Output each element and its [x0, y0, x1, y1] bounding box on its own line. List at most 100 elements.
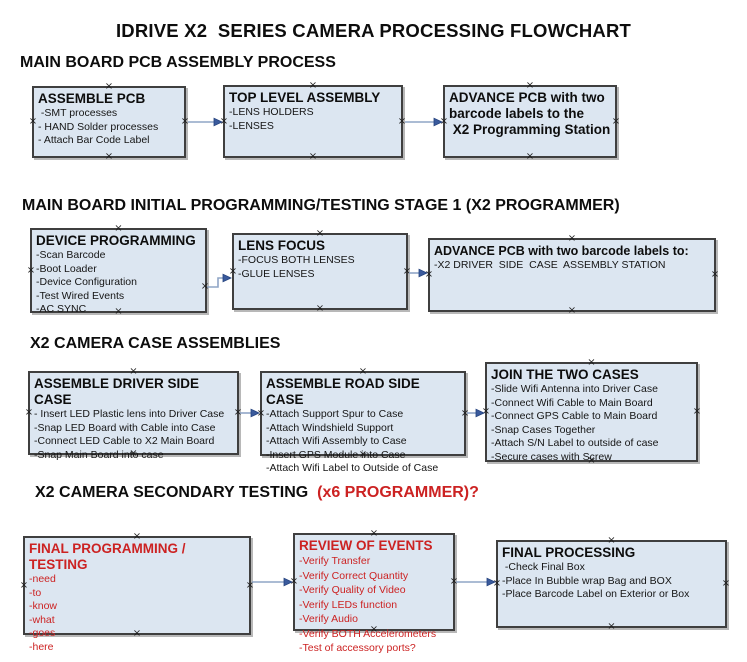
- box-item: -Connect GPS Cable to Main Board: [491, 410, 658, 422]
- section-heading-text: MAIN BOARD INITIAL PROGRAMMING/TESTING S…: [22, 197, 620, 214]
- box-item: -Verify Transfer: [299, 555, 371, 567]
- box-title: ADVANCE PCB with two barcode labels to:: [434, 244, 689, 258]
- flow-arrow-driverside-to-roadside: [240, 408, 260, 418]
- box-item: -Insert GPS Module into Case: [266, 448, 406, 461]
- section-heading-pcb-assembly: MAIN BOARD PCB ASSEMBLY PROCESS: [20, 54, 336, 72]
- connection-anchor-icon: ×: [308, 151, 318, 162]
- flow-box-review-of-events: × × × × REVIEW OF EVENTS -Verify Transfe…: [289, 529, 459, 655]
- section-heading-secondary-testing: X2 CAMERA SECONDARY TESTING (x6 PROGRAMM…: [35, 484, 479, 502]
- box-item: -Attach Wifi Assembly to Case: [266, 435, 407, 447]
- box-item: -Verify BOTH Accelerometers: [299, 627, 437, 640]
- flow-box-assemble-road-side-case: × × × × ASSEMBLE ROAD SIDE CASE -Attach …: [256, 367, 469, 475]
- flow-box-lens-focus: × × × × LENS FOCUS -FOCUS BOTH LENSES-GL…: [228, 229, 412, 314]
- box-item: -to: [29, 586, 42, 599]
- connection-anchor-icon: ×: [424, 269, 434, 280]
- flow-box-join-the-two-cases: × × × × JOIN THE TWO CASES -Slide Wifi A…: [481, 358, 701, 466]
- box-item: -Test Wired Events: [36, 289, 125, 302]
- flow-arrow-deviceprog-to-lensfocus: [207, 273, 232, 288]
- box-item: -Attach Windshield Support: [266, 421, 394, 434]
- box-item: -X2 DRIVER SIDE CASE ASSEMBLY STATION: [434, 259, 666, 271]
- box-title: JOIN THE TWO CASES: [491, 367, 639, 382]
- section-heading-text: MAIN BOARD PCB ASSEMBLY PROCESS: [20, 54, 336, 71]
- box-item: -Verify LEDs function: [299, 598, 398, 611]
- box-title: TOP LEVEL ASSEMBLY: [229, 90, 381, 105]
- box-item: -Slide Wifi Antenna into Driver Case: [491, 383, 658, 395]
- section-heading-case-assemblies: X2 CAMERA CASE ASSEMBLIES: [30, 335, 280, 353]
- box-item: -Check Final Box: [502, 561, 585, 573]
- flow-arrow-finalprog-to-review: [252, 577, 293, 587]
- flow-arrow-lensfocus-to-advance: [409, 268, 428, 278]
- section-heading-red-text: (x6 PROGRAMMER)?: [308, 484, 479, 501]
- box-item: -Attach Support Spur to Case: [266, 408, 404, 420]
- box-title: ASSEMBLE ROAD SIDE CASE: [266, 376, 424, 407]
- flow-arrow-review-to-finalprocessing: [456, 577, 496, 587]
- section-heading-text: X2 CAMERA CASE ASSEMBLIES: [30, 335, 281, 352]
- connection-anchor-icon: ×: [315, 303, 325, 314]
- box-item: -Attach Wifi Label to Outside of Case: [266, 462, 439, 474]
- connection-anchor-icon: ×: [481, 406, 491, 417]
- box-item: -know: [29, 600, 58, 612]
- box-item: -Place In Bubble wrap Bag and BOX: [502, 574, 672, 587]
- box-item: -Verify Audio: [299, 613, 358, 625]
- box-item: -Verify Quality of Video: [299, 584, 406, 596]
- flow-arrow-roadside-to-join: [467, 408, 485, 418]
- box-items: -Slide Wifi Antenna into Driver Case -Con…: [491, 383, 692, 464]
- box-title: REVIEW OF EVENTS: [299, 538, 433, 553]
- box-title: FINAL PROCESSING: [502, 545, 636, 560]
- flow-box-assemble-pcb: × × × × ASSEMBLE PCB -SMT processes- HAN…: [28, 82, 190, 162]
- box-item: -SMT processes: [38, 107, 118, 119]
- connection-anchor-icon: ×: [26, 264, 36, 276]
- section-heading-initial-programming: MAIN BOARD INITIAL PROGRAMMING/TESTING S…: [22, 197, 620, 215]
- box-items: -need-to-know-what-goes-here: [29, 573, 245, 654]
- section-heading-text: X2 CAMERA SECONDARY TESTING: [35, 484, 309, 501]
- box-item: -Device Configuration: [36, 276, 137, 288]
- connection-anchor-icon: ×: [449, 576, 459, 587]
- box-title: DEVICE PROGRAMMING: [36, 233, 196, 248]
- box-item: -Test of accessory ports?: [299, 642, 416, 654]
- connection-anchor-icon: ×: [289, 576, 299, 587]
- box-item: -Verify Correct Quantity: [299, 569, 409, 582]
- flow-box-assemble-driver-side-case: × × × × ASSEMBLE DRIVER SIDE CASE - Inse…: [24, 367, 242, 461]
- connection-anchor-icon: ×: [567, 305, 577, 316]
- box-item: -FOCUS BOTH LENSES: [238, 254, 355, 266]
- box-item: -Snap Cases Together: [491, 423, 596, 436]
- box-items: -FOCUS BOTH LENSES-GLUE LENSES: [238, 254, 402, 281]
- box-item: - Attach Bar Code Label: [38, 134, 150, 146]
- box-items: -Check Final Box-Place In Bubble wrap Ba…: [502, 561, 721, 602]
- flow-box-final-programming-testing: × × × × FINAL PROGRAMMING / TESTING -nee…: [20, 532, 254, 653]
- box-item: -Boot Loader: [36, 262, 97, 275]
- connection-anchor-icon: ×: [397, 115, 407, 127]
- connection-anchor-icon: ×: [710, 269, 720, 280]
- flow-arrow-toplevel-to-advance: [405, 117, 443, 127]
- box-title: ASSEMBLE PCB: [38, 91, 146, 106]
- box-item: -goes: [29, 627, 56, 639]
- flow-arrow-assemble-to-toplevel: [188, 117, 223, 127]
- box-items: -LENS HOLDERS-LENSES: [229, 106, 397, 133]
- box-title: LENS FOCUS: [238, 238, 326, 253]
- box-item: - HAND Solder processes: [38, 120, 159, 133]
- connection-anchor-icon: ×: [492, 578, 502, 589]
- box-item: - Insert LED Plastic lens into Driver Ca…: [34, 408, 225, 420]
- connection-anchor-icon: ×: [402, 265, 412, 277]
- box-items: -Verify Transfer -Verify Correct Quantity…: [299, 554, 449, 656]
- connection-anchor-icon: ×: [28, 116, 38, 127]
- box-title: ASSEMBLE DRIVER SIDE CASE: [34, 376, 203, 407]
- box-items: -SMT processes- HAND Solder processes- A…: [38, 107, 180, 148]
- box-items: - Insert LED Plastic lens into Driver Ca…: [34, 408, 233, 462]
- flow-box-top-level-assembly: × × × × TOP LEVEL ASSEMBLY -LENS HOLDERS…: [220, 81, 407, 162]
- connection-anchor-icon: ×: [180, 116, 190, 127]
- box-item: -Place Barcode Label on Exterior or Box: [502, 588, 690, 600]
- box-item: -Connect LED Cable to X2 Main Board: [34, 435, 215, 447]
- box-title: ADVANCE PCB with two barcode labels to t…: [449, 90, 611, 137]
- connection-anchor-icon: ×: [611, 115, 621, 127]
- connection-anchor-icon: ×: [256, 407, 266, 419]
- connection-anchor-icon: ×: [228, 265, 238, 277]
- connection-anchor-icon: ×: [104, 151, 114, 162]
- connection-anchor-icon: ×: [24, 407, 34, 418]
- connection-anchor-icon: ×: [607, 621, 616, 632]
- box-items: -X2 DRIVER SIDE CASE ASSEMBLY STATION: [434, 259, 710, 273]
- flow-box-final-processing: × × × × FINAL PROCESSING -Check Final Bo…: [492, 536, 730, 632]
- box-items: -Scan Barcode-Boot Loader-Device Configu…: [36, 249, 201, 317]
- box-item: -Snap LED Board with Cable into Case: [34, 421, 216, 434]
